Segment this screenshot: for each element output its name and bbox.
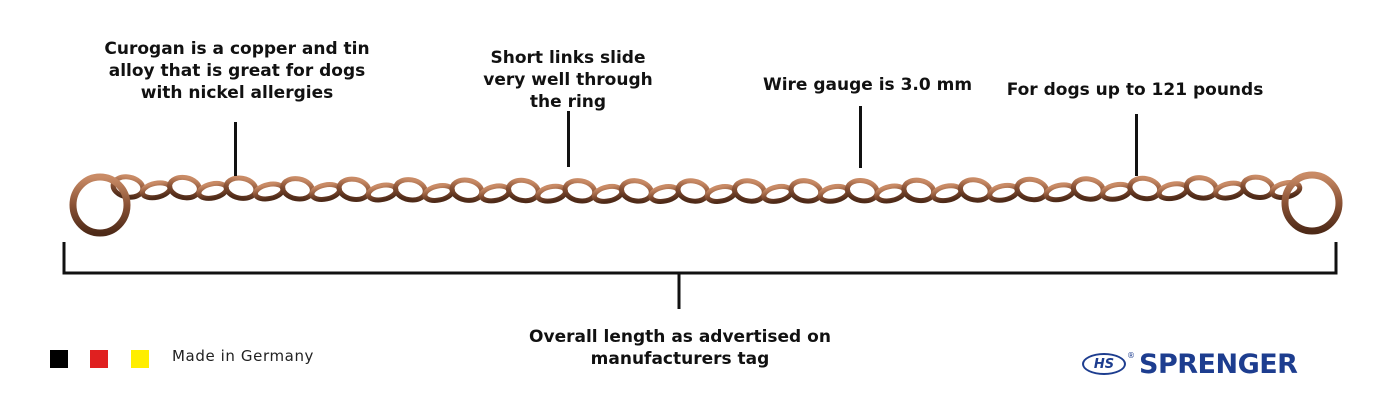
callout-weight: For dogs up to 121 pounds	[1006, 80, 1264, 100]
chain-link	[1070, 176, 1106, 202]
flag-gold-square	[131, 350, 149, 368]
left-end-ring	[69, 173, 131, 237]
chain-link	[1240, 174, 1276, 200]
chain-link	[957, 177, 993, 203]
chain-link	[280, 176, 315, 202]
chain-link	[817, 183, 851, 204]
brand-name: SPRENGER	[1139, 348, 1298, 380]
chain-link	[449, 177, 485, 203]
callout-material-pointer	[234, 122, 237, 176]
chain-link	[336, 176, 372, 202]
callout-gauge: Wire gauge is 3.0 mm	[762, 75, 973, 95]
chain-link	[506, 177, 541, 204]
chain-link	[139, 180, 173, 201]
chain-link	[704, 184, 738, 204]
chain-link	[675, 178, 711, 204]
callout-gauge-pointer	[859, 106, 862, 168]
chain-link	[844, 178, 880, 204]
chain-link	[732, 178, 767, 204]
chain-link	[252, 181, 286, 202]
flag-black-square	[50, 350, 68, 368]
callout-links: Short links slide very well through the …	[483, 48, 653, 112]
chain-link	[1183, 175, 1219, 201]
chain-link	[1213, 180, 1246, 201]
chain-link	[1043, 182, 1077, 203]
chain-link	[619, 178, 654, 204]
chain-link	[591, 183, 625, 204]
callout-length: Overall length as advertised on manufact…	[529, 327, 831, 369]
chain-link	[562, 178, 598, 204]
chain-link	[478, 183, 512, 204]
hs-badge: HS	[1082, 353, 1126, 375]
registered-mark-icon: ®	[1127, 351, 1135, 360]
chain-link	[930, 183, 964, 204]
chain-link	[987, 182, 1020, 203]
chain-link	[761, 183, 794, 204]
callout-weight-pointer	[1135, 114, 1138, 176]
chain-link	[648, 184, 681, 204]
made-in-label: Made in Germany	[172, 347, 315, 365]
chain-link	[309, 182, 342, 202]
chain-link	[365, 182, 399, 203]
callout-links-pointer	[567, 111, 570, 167]
chain-link	[874, 183, 907, 204]
sprenger-logo: HS ® SPRENGER	[1082, 348, 1298, 380]
flag-red-square	[90, 350, 108, 368]
right-end-ring	[1281, 171, 1343, 235]
chain-link	[393, 177, 428, 203]
chain-link	[788, 178, 824, 204]
chain-link	[1100, 181, 1133, 202]
callout-material: Curogan is a copper and tin alloy that i…	[104, 39, 370, 103]
chain-link	[1127, 175, 1163, 202]
chain-link	[1156, 181, 1190, 202]
length-bracket	[62, 242, 1338, 275]
chain-link	[196, 180, 229, 201]
chain-links	[110, 174, 1303, 204]
chain-link	[535, 183, 568, 204]
chain-link	[422, 183, 455, 203]
chain-link	[1014, 176, 1050, 203]
chain-link	[167, 174, 202, 201]
chain-link	[223, 175, 259, 201]
chain-link	[901, 177, 937, 204]
